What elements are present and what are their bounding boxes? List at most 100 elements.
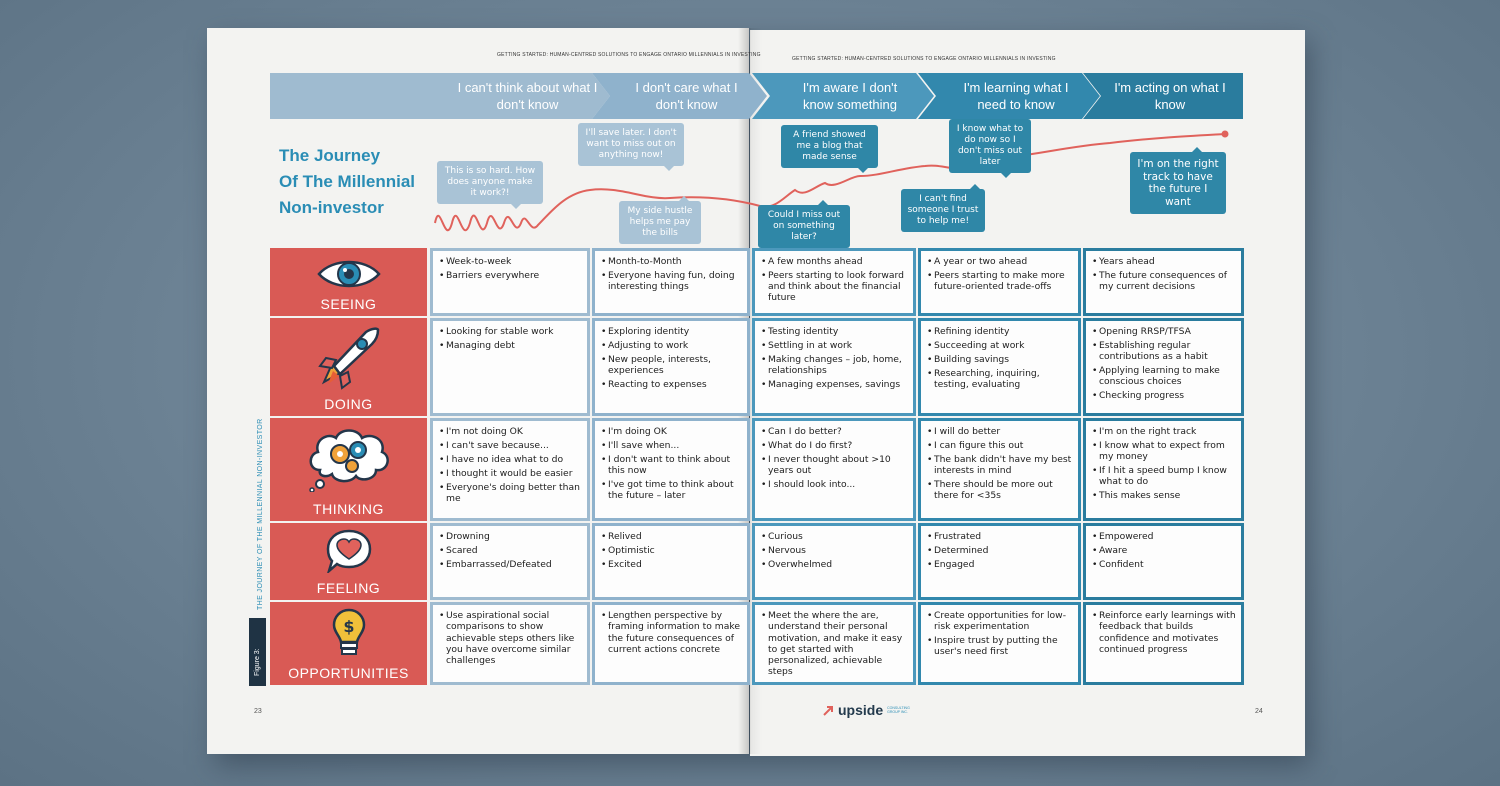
list-item: Embarrassed/Defeated — [439, 559, 583, 571]
grid-cell: A few months aheadPeers starting to look… — [752, 248, 916, 316]
page-number-right: 24 — [1255, 708, 1263, 715]
figure-label: Figure 3: — [254, 648, 261, 676]
bullet-list: Week-to-weekBarriers everywhere — [439, 256, 583, 281]
bullet-list: A few months aheadPeers starting to look… — [761, 256, 909, 304]
heart-bubble-icon — [326, 529, 371, 573]
grid-cell: Testing identitySettling in at workMakin… — [752, 318, 916, 416]
bullet-list: RelivedOptimisticExcited — [601, 531, 743, 570]
row-label-text: SEEING — [320, 296, 377, 312]
grid-cell: Looking for stable workManaging debt — [430, 318, 590, 416]
grid-cell-content: Reinforce early learnings with feedback … — [1086, 605, 1241, 682]
grid-cell: Week-to-weekBarriers everywhere — [430, 248, 590, 316]
bullet-list: I'm on the right trackI know what to exp… — [1092, 426, 1237, 502]
list-item: I've got time to think about the future … — [601, 479, 743, 502]
grid-cell: Years aheadThe future consequences of my… — [1083, 248, 1244, 316]
list-item: I know what to expect from my money — [1092, 440, 1237, 463]
grid-cell-content: DrowningScaredEmbarrassed/Defeated — [433, 526, 587, 597]
list-item: Frustrated — [927, 531, 1074, 543]
list-item: I can't save because... — [439, 440, 583, 452]
grid-cell-content: Create opportunities for low-risk experi… — [921, 605, 1078, 682]
list-item: Relived — [601, 531, 743, 543]
upside-logo: upside CONSULTING GROUP INC. — [823, 702, 913, 718]
running-head-left: GETTING STARTED: HUMAN-CENTRED SOLUTIONS… — [497, 52, 761, 58]
list-item: Succeeding at work — [927, 340, 1074, 352]
grid-cell-content: Use aspirational social comparisons to s… — [433, 605, 587, 682]
row-label-text: DOING — [324, 396, 373, 412]
grid-cell-content: Looking for stable workManaging debt — [433, 321, 587, 413]
list-item: The bank didn't have my best interests i… — [927, 454, 1074, 477]
row-label-text: OPPORTUNITIES — [288, 665, 409, 681]
bullet-list: Can I do better? What do I do first? I nev… — [761, 426, 909, 491]
grid-cell-content: A year or two aheadPeers starting to mak… — [921, 251, 1078, 313]
bubble-right-track: I'm on the right track to have the futur… — [1130, 147, 1226, 214]
list-item: Researching, inquiring, testing, evaluat… — [927, 368, 1074, 391]
list-item: I'm not doing OK — [439, 426, 583, 438]
bullet-list: I'm not doing OKI can't save because...I… — [439, 426, 583, 504]
eye-icon — [316, 260, 381, 288]
page-number-left: 23 — [254, 708, 262, 715]
bullet-list: Exploring identityAdjusting to workNew p… — [601, 326, 743, 391]
list-item: What do I do first? — [761, 440, 909, 452]
bullet-list: Looking for stable workManaging debt — [439, 326, 583, 351]
thought-gears-icon — [308, 429, 389, 492]
grid-cell-content: Refining identitySucceeding at workBuild… — [921, 321, 1078, 413]
list-item: I never thought about >10 years out — [761, 454, 909, 477]
list-item: Optimistic — [601, 545, 743, 557]
bullet-list: Opening RRSP/TFSAEstablishing regular co… — [1092, 326, 1237, 402]
list-item: Lengthen perspective by framing informat… — [601, 610, 743, 655]
list-item: Can I do better? — [761, 426, 909, 438]
title-line-2: Of The Millennial — [279, 172, 416, 191]
row-label-seeing: SEEING — [270, 248, 427, 316]
list-item: I'm doing OK — [601, 426, 743, 438]
grid-cell: Create opportunities for low-risk experi… — [918, 602, 1081, 685]
list-item: Managing expenses, savings — [761, 379, 909, 391]
stage-5-label: I'm acting on what I know — [1114, 80, 1226, 112]
grid-cell: Exploring identityAdjusting to workNew p… — [592, 318, 750, 416]
side-label: THE JOURNEY OF THE MILLENNIAL NON-INVEST… — [257, 418, 264, 610]
grid-cell: Reinforce early learnings with feedback … — [1083, 602, 1244, 685]
bullet-list: Month-to-MonthEveryone having fun, doing… — [601, 256, 743, 292]
grid-cell: RelivedOptimisticExcited — [592, 523, 750, 600]
logo-tagline: CONSULTING GROUP INC. — [887, 706, 910, 714]
grid-cell: I will do better I can figure this outThe… — [918, 418, 1081, 521]
bullet-list: DrowningScaredEmbarrassed/Defeated — [439, 531, 583, 570]
bullet-list: A year or two aheadPeers starting to mak… — [927, 256, 1074, 292]
rocket-icon — [317, 327, 379, 390]
bubble-so-hard: This is so hard. How does anyone make it… — [437, 161, 543, 209]
list-item: A few months ahead — [761, 256, 909, 268]
list-item: I will do better — [927, 426, 1074, 438]
list-item: This makes sense — [1092, 490, 1237, 502]
logo-name: upside — [838, 702, 884, 718]
list-item: I'll save when... — [601, 440, 743, 452]
row-label-text: FEELING — [316, 580, 381, 596]
list-item: Managing debt — [439, 340, 583, 352]
row-label-thinking: THINKING — [270, 418, 427, 521]
svg-text:$: $ — [343, 617, 354, 636]
stage-2: I don't care what I don't know — [592, 73, 767, 119]
list-item: Adjusting to work — [601, 340, 743, 352]
grid-cell: Opening RRSP/TFSAEstablishing regular co… — [1083, 318, 1244, 416]
list-item: Use aspirational social comparisons to s… — [439, 610, 583, 666]
list-item: Everyone's doing better than me — [439, 482, 583, 505]
list-item: I can figure this out — [927, 440, 1074, 452]
grid-cell-content: EmpoweredAwareConfident — [1086, 526, 1241, 597]
list-item: Confident — [1092, 559, 1237, 571]
list-item: There should be more out there for <35s — [927, 479, 1074, 502]
list-item: New people, interests, experiences — [601, 354, 743, 377]
list-item: The future consequences of my current de… — [1092, 270, 1237, 293]
list-item: Settling in at work — [761, 340, 909, 352]
grid-cell: FrustratedDeterminedEngaged — [918, 523, 1081, 600]
list-item: Week-to-week — [439, 256, 583, 268]
grid-cell: Month-to-MonthEveryone having fun, doing… — [592, 248, 750, 316]
grid-cell-content: I'm on the right trackI know what to exp… — [1086, 421, 1241, 518]
stage-3-label: I'm aware I don't know something — [802, 80, 898, 112]
list-item: Nervous — [761, 545, 909, 557]
title-line-1: The Journey — [279, 146, 381, 165]
list-item: Meet the where the are, understand their… — [761, 610, 909, 678]
row-label-doing: DOING — [270, 318, 427, 416]
grid-cell-content: I'm not doing OKI can't save because...I… — [433, 421, 587, 518]
bullet-list: Years aheadThe future consequences of my… — [1092, 256, 1237, 292]
stage-4-label: I'm learning what I need to know — [963, 80, 1069, 112]
running-head-right: GETTING STARTED: HUMAN-CENTRED SOLUTIONS… — [792, 56, 1056, 62]
list-item: Years ahead — [1092, 256, 1237, 268]
